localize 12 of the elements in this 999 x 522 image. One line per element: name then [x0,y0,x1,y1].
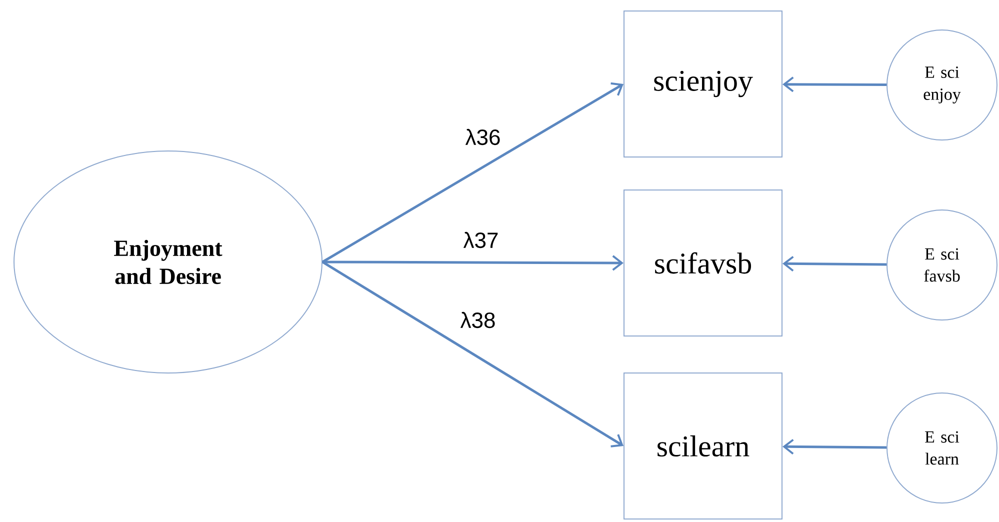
observed-box: scifavsb [624,190,782,336]
edge-label: λ36 [464,128,502,146]
edge-label: λ37 [462,230,500,250]
arrow [782,256,887,272]
arrow [322,260,624,448]
arrow [322,82,624,264]
observed-box: scilearn [624,372,782,520]
observed-box: scienjoy [624,10,782,158]
arrow [782,76,886,92]
edge-label: λ38 [459,310,497,330]
arrow [322,255,624,271]
arrow [782,438,886,455]
